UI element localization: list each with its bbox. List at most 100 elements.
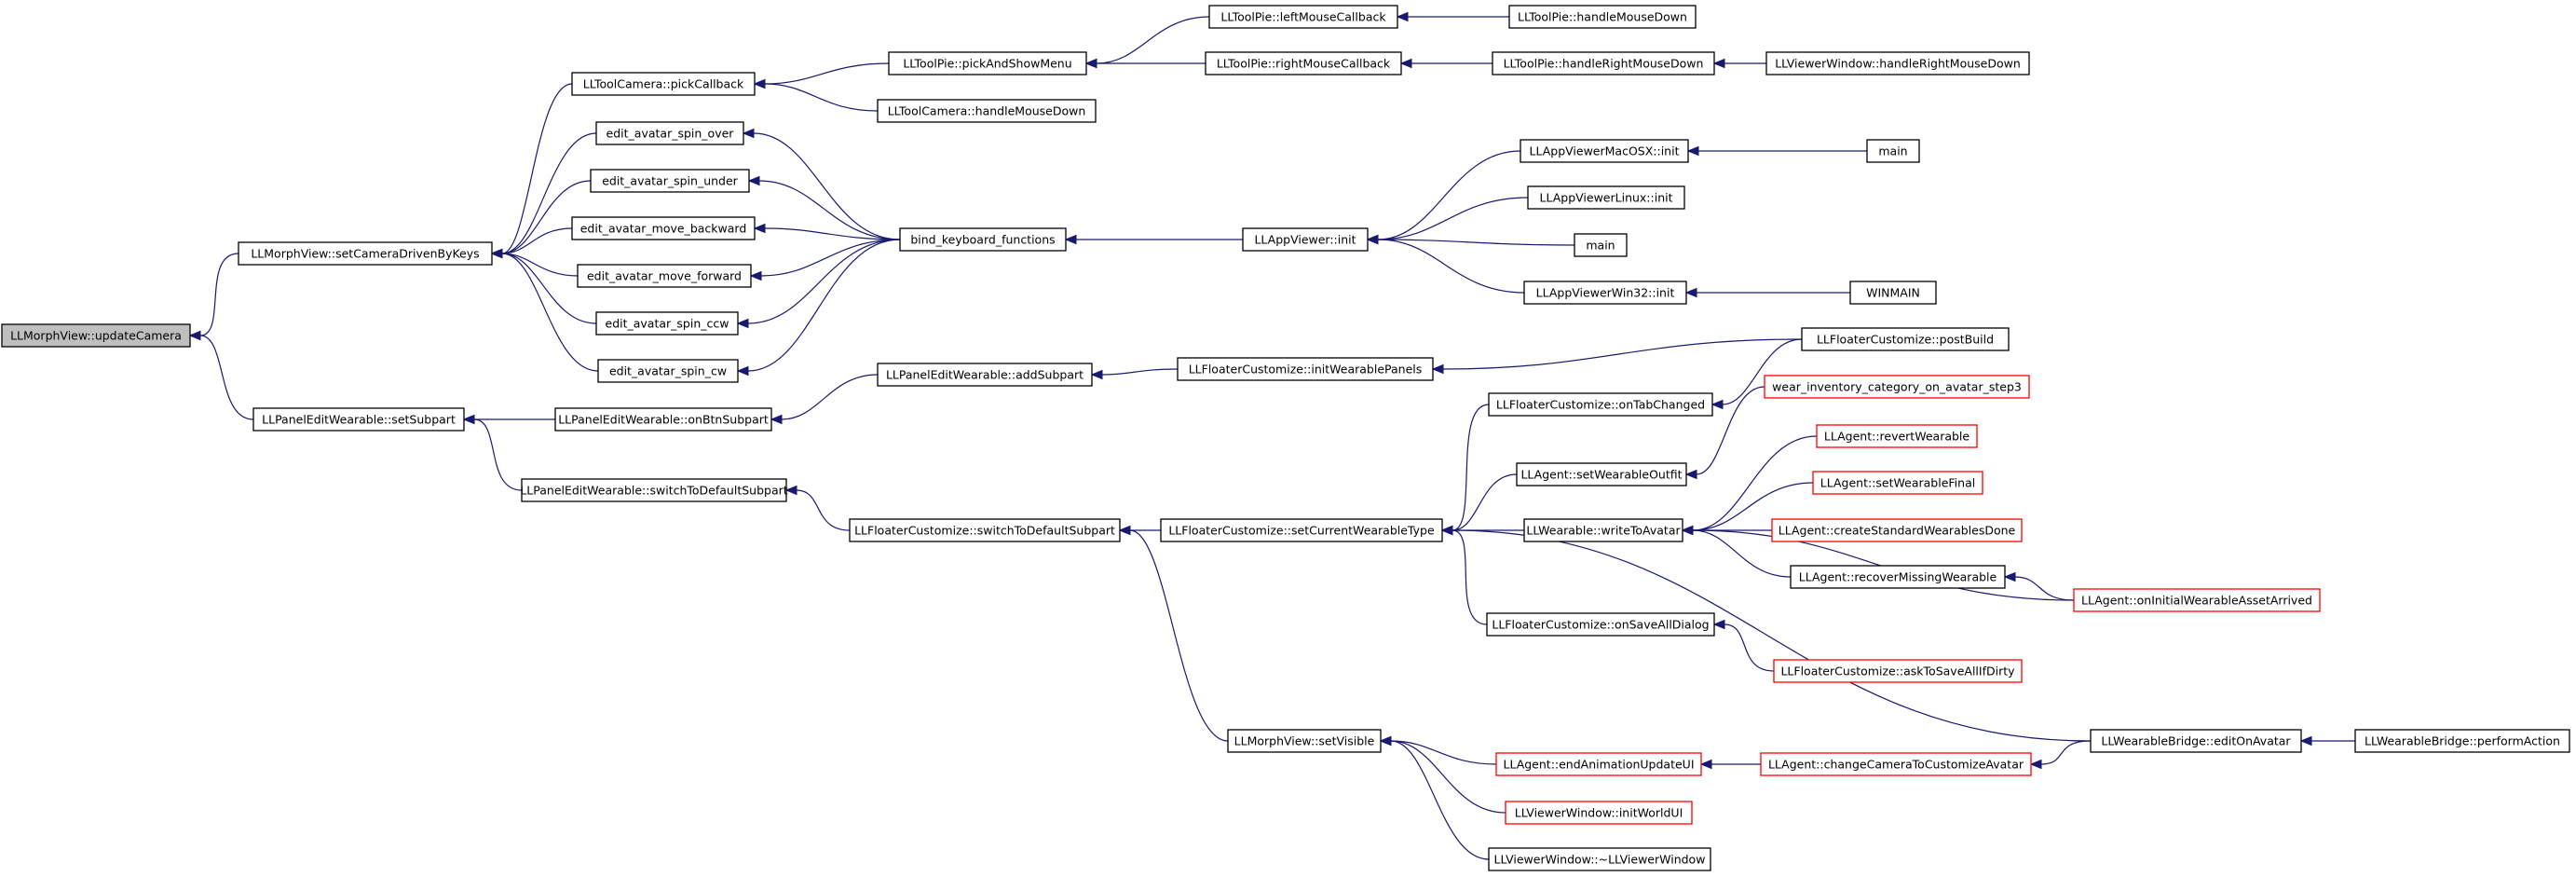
- node-leftMouseCallback[interactable]: LLToolPie::leftMouseCallback: [1208, 5, 1398, 29]
- edge-onInitialWearableAssetArrived-to-recoverMissingWearable: [2014, 576, 2075, 601]
- node-label: LLFloaterCustomize::askToSaveAllIfDirty: [1780, 665, 2015, 678]
- node-onBtnSubpart[interactable]: LLPanelEditWearable::onBtnSubpart: [554, 407, 772, 432]
- node-pieHandleMouseDown[interactable]: LLToolPie::handleMouseDown: [1508, 5, 1697, 29]
- node-editOnAvatar[interactable]: LLWearableBridge::editOnAvatar: [2090, 729, 2302, 753]
- node-updateCamera[interactable]: LLMorphView::updateCamera: [1, 323, 191, 348]
- node-setSubpart[interactable]: LLPanelEditWearable::setSubpart: [252, 407, 465, 432]
- node-recoverMissingWearable[interactable]: LLAgent::recoverMissingWearable: [1790, 565, 2006, 589]
- node-label: edit_avatar_spin_ccw: [606, 317, 729, 331]
- edge-recoverMissingWearable-to-writeToAvatar: [1692, 529, 1792, 578]
- node-setWearableOutfit[interactable]: LLAgent::setWearableOutfit: [1516, 462, 1687, 486]
- node-bindKeyboard[interactable]: bind_keyboard_functions: [899, 227, 1067, 252]
- node-label: LLMorphView::setCameraDrivenByKeys: [251, 247, 479, 261]
- node-appViewerInit[interactable]: LLAppViewer::init: [1242, 227, 1369, 252]
- node-morphSetVisible[interactable]: LLMorphView::setVisible: [1227, 729, 1382, 753]
- node-label: bind_keyboard_functions: [910, 233, 1055, 247]
- node-postBuild[interactable]: LLFloaterCustomize::postBuild: [1801, 327, 2010, 351]
- node-label: LLAgent::revertWearable: [1824, 430, 1970, 444]
- edge-main_mid-to-appViewerInit: [1377, 239, 1575, 246]
- node-viewerHandleRightMouseDown[interactable]: LLViewerWindow::handleRightMouseDown: [1765, 51, 2030, 75]
- node-setCameraDriven[interactable]: LLMorphView::setCameraDrivenByKeys: [238, 241, 493, 266]
- edge-appLinuxInit-to-appViewerInit: [1377, 197, 1529, 240]
- node-spin_under[interactable]: edit_avatar_spin_under: [590, 169, 750, 193]
- arrowhead-bindKeyboard-to-move_backward: [753, 223, 766, 234]
- node-box: [1523, 518, 1683, 542]
- node-wearInventoryStep3[interactable]: wear_inventory_category_on_avatar_step3: [1764, 375, 2030, 399]
- node-endAnimationUpdateUI[interactable]: LLAgent::endAnimationUpdateUI: [1495, 752, 1702, 776]
- edge-setCameraDriven-to-updateCamera: [199, 253, 239, 336]
- node-label: LLPanelEditWearable::onBtnSubpart: [558, 413, 769, 427]
- node-label: LLAppViewerWin32::init: [1536, 286, 1675, 300]
- node-performAction[interactable]: LLWearableBridge::performAction: [2354, 729, 2570, 753]
- edge-viewerWindowDtor-to-morphSetVisible: [1390, 740, 1490, 860]
- node-box: [1508, 5, 1697, 29]
- node-changeCameraToCustomizeAvatar[interactable]: LLAgent::changeCameraToCustomizeAvatar: [1760, 752, 2032, 776]
- node-switchToDefaultFloater[interactable]: LLFloaterCustomize::switchToDefaultSubpa…: [849, 518, 1121, 542]
- edge-spin_under-to-setCameraDriven: [501, 180, 592, 254]
- node-move_forward[interactable]: edit_avatar_move_forward: [577, 264, 752, 288]
- edge-morphSetVisible-to-switchToDefaultFloater: [1129, 529, 1229, 742]
- node-box: [1771, 518, 2023, 542]
- node-label: main: [1586, 239, 1615, 253]
- node-box: [590, 169, 750, 193]
- node-initWearablePanels[interactable]: LLFloaterCustomize::initWearablePanels: [1177, 357, 1434, 381]
- edge-setWearableFinal-to-writeToAvatar: [1692, 482, 1814, 531]
- edge-initWorldUI-to-morphSetVisible: [1390, 740, 1506, 814]
- edge-pickAndShowMenu-to-pickCallback: [764, 62, 890, 85]
- edge-leftMouseCallback-to-pickAndShowMenu: [1096, 16, 1210, 64]
- node-pickCallback[interactable]: LLToolCamera::pickCallback: [571, 72, 756, 96]
- arrowhead-addSubpart-to-onBtnSubpart: [770, 414, 783, 425]
- node-createStandardWearablesDone[interactable]: LLAgent::createStandardWearablesDone: [1771, 518, 2023, 542]
- node-initWorldUI[interactable]: LLViewerWindow::initWorldUI: [1505, 801, 1693, 825]
- node-onTabChanged[interactable]: LLFloaterCustomize::onTabChanged: [1488, 392, 1713, 417]
- node-rightMouseCallback[interactable]: LLToolPie::rightMouseCallback: [1205, 51, 1402, 75]
- node-box: [252, 407, 465, 432]
- node-winmain[interactable]: WINMAIN: [1849, 281, 1937, 305]
- node-box: [1527, 185, 1685, 210]
- node-pieHandleRightMouseDown[interactable]: LLToolPie::handleRightMouseDown: [1492, 51, 1715, 75]
- arrowhead-pieHandleMouseDown-to-leftMouseCallback: [1396, 11, 1409, 22]
- node-label: LLWearable::writeToAvatar: [1526, 524, 1681, 538]
- node-switchToDefaultPanel[interactable]: LLPanelEditWearable::switchToDefaultSubp…: [520, 478, 788, 502]
- node-spin_ccw[interactable]: edit_avatar_spin_ccw: [595, 311, 739, 336]
- node-appMacInit[interactable]: LLAppViewerMacOSX::init: [1520, 139, 1689, 163]
- node-spin_over[interactable]: edit_avatar_spin_over: [595, 121, 744, 145]
- node-label: LLFloaterCustomize::setCurrentWearableTy…: [1168, 524, 1435, 538]
- node-setWearableFinal[interactable]: LLAgent::setWearableFinal: [1812, 471, 1983, 495]
- node-camHandleMouseDown[interactable]: LLToolCamera::handleMouseDown: [877, 99, 1097, 123]
- nodes-layer: LLMorphView::updateCameraLLMorphView::se…: [1, 5, 2570, 871]
- node-label: LLToolPie::leftMouseCallback: [1220, 10, 1386, 24]
- node-main_mid[interactable]: main: [1574, 233, 1628, 257]
- node-label: LLPanelEditWearable::addSubpart: [886, 368, 1084, 382]
- node-askToSaveAllIfDirty[interactable]: LLFloaterCustomize::askToSaveAllIfDirty: [1773, 659, 2023, 683]
- node-box: [1790, 565, 2006, 589]
- node-label: main: [1878, 144, 1907, 158]
- node-writeToAvatar[interactable]: LLWearable::writeToAvatar: [1523, 518, 1683, 542]
- node-move_backward[interactable]: edit_avatar_move_backward: [571, 216, 756, 240]
- node-box: [571, 216, 756, 240]
- edge-editOnAvatar-to-setCurrentWearableType: [1452, 529, 2092, 742]
- node-main_right[interactable]: main: [1866, 139, 1920, 163]
- node-label: LLViewerWindow::initWorldUI: [1515, 806, 1683, 820]
- node-addSubpart[interactable]: LLPanelEditWearable::addSubpart: [877, 363, 1093, 387]
- edge-appMacInit-to-appViewerInit: [1377, 150, 1521, 240]
- node-spin_cw[interactable]: edit_avatar_spin_cw: [597, 359, 739, 383]
- node-revertWearable[interactable]: LLAgent::revertWearable: [1816, 424, 1978, 448]
- arrowhead-initWearablePanels-to-addSubpart: [1090, 369, 1103, 380]
- edge-bindKeyboard-to-move_backward: [764, 227, 901, 240]
- node-pickAndShowMenu[interactable]: LLToolPie::pickAndShowMenu: [888, 51, 1087, 75]
- arrowhead-bindKeyboard-to-spin_under: [747, 175, 760, 186]
- node-label: wear_inventory_category_on_avatar_step3: [1772, 380, 2022, 394]
- node-viewerWindowDtor[interactable]: LLViewerWindow::~LLViewerWindow: [1488, 847, 1711, 871]
- node-appLinuxInit[interactable]: LLAppViewerLinux::init: [1527, 185, 1685, 210]
- node-onInitialWearableAssetArrived[interactable]: LLAgent::onInitialWearableAssetArrived: [2073, 588, 2321, 612]
- node-box: [1816, 424, 1978, 448]
- node-setCurrentWearableType[interactable]: LLFloaterCustomize::setCurrentWearableTy…: [1160, 518, 1443, 542]
- node-box: [595, 121, 744, 145]
- arrowhead-changeCameraToCustomizeAvatar-to-endAnimationUpdateUI: [1699, 759, 1712, 770]
- node-label: LLViewerWindow::handleRightMouseDown: [1775, 57, 2021, 71]
- node-onSaveAllDialog[interactable]: LLFloaterCustomize::onSaveAllDialog: [1486, 612, 1715, 637]
- arrowhead-bindKeyboard-to-spin_cw: [736, 365, 749, 377]
- node-appWin32Init[interactable]: LLAppViewerWin32::init: [1523, 281, 1687, 305]
